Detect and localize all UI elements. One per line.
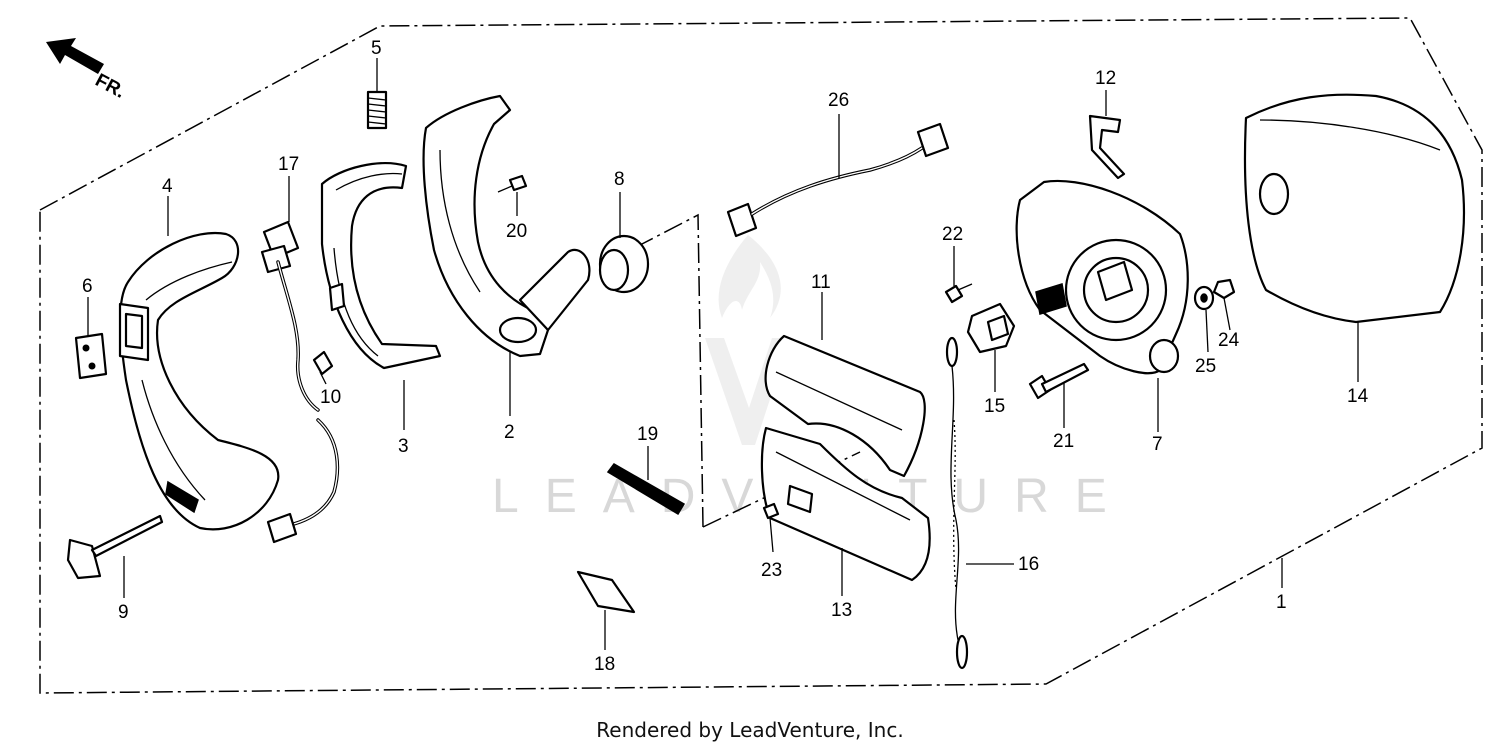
callout-18: 18 [594,654,615,675]
part-12-clip [1088,114,1126,180]
part-25-washer [1193,285,1215,311]
callout-13: 13 [831,600,852,621]
part-13-cover-bottom [760,426,931,582]
part-20-screw [497,174,528,193]
part-18-label [576,570,636,614]
callout-19: 19 [637,424,658,445]
callout-24: 24 [1218,330,1240,351]
part-16-cord [945,336,969,670]
callout-25: 25 [1195,356,1216,377]
front-direction-arrow-icon: FR. [46,38,129,103]
part-7-case [1015,179,1189,375]
callout-20: 20 [506,221,527,242]
part-10-clip [312,350,334,376]
direction-label: FR. [92,70,129,103]
callout-6: 6 [82,276,93,297]
callout-2: 2 [504,422,515,443]
part-4-handle-cover [118,231,280,531]
callout-14: 14 [1347,386,1369,407]
part-23-screw [762,502,780,520]
callout-12: 12 [1095,68,1116,89]
part-3-inner-cover [320,162,442,370]
watermark-logo [705,235,790,445]
callout-3: 3 [398,436,409,457]
part-17-switch-harness [260,220,340,544]
callout-5: 5 [371,38,382,59]
callout-11: 11 [811,272,831,293]
callout-26: 26 [828,90,849,111]
part-21-bolt [1028,362,1090,400]
part-26-wire-harness [726,122,950,238]
callout-16: 16 [1018,554,1039,575]
callout-23: 23 [761,560,782,581]
part-2-lever-holder [422,94,591,358]
callout-4: 4 [162,176,173,197]
part-5-spring [366,90,388,130]
callout-22: 22 [942,224,963,245]
callout-8: 8 [614,169,625,190]
callouts: 1 2 3 4 5 6 7 8 9 10 11 12 13 14 15 16 1… [82,38,1369,675]
callout-1: 1 [1276,592,1287,613]
render-credit: Rendered by LeadVenture, Inc. [596,718,904,742]
part-22-screw [944,283,973,304]
callout-7: 7 [1152,434,1163,455]
part-19-label [606,463,686,516]
part-15-switch [966,302,1016,354]
callout-10: 10 [320,387,341,408]
part-11-cover-top [764,334,926,478]
part-8-collar [598,234,650,294]
callout-15: 15 [984,396,1005,417]
callout-21: 21 [1053,431,1074,452]
callout-9: 9 [118,602,129,623]
callout-17: 17 [278,154,299,175]
leader-lines [87,58,1359,650]
part-14-cover [1243,93,1466,324]
part-9-bolt [66,514,164,580]
part-24-nut [1212,278,1236,300]
part-6-plate [74,332,108,380]
